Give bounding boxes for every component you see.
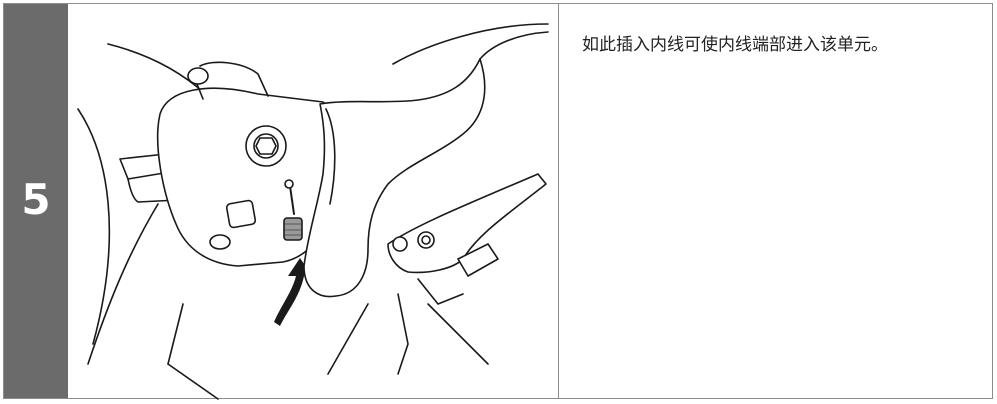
step-panel: 5 bbox=[3, 3, 993, 400]
handlebar-curve bbox=[77, 108, 111, 345]
cable-end-icon bbox=[283, 217, 303, 241]
step-number: 5 bbox=[21, 175, 51, 224]
curved-arrow-icon bbox=[274, 258, 312, 326]
instruction-text: 如此插入内线可使内线端部进入该单元。 bbox=[582, 35, 888, 55]
illustration-svg bbox=[77, 23, 549, 400]
column-divider bbox=[558, 4, 559, 398]
step-number-column: 5 bbox=[4, 4, 68, 398]
inner-wire bbox=[289, 185, 295, 215]
hood bbox=[303, 58, 486, 298]
lever-body bbox=[156, 87, 334, 267]
illustration bbox=[68, 4, 558, 400]
